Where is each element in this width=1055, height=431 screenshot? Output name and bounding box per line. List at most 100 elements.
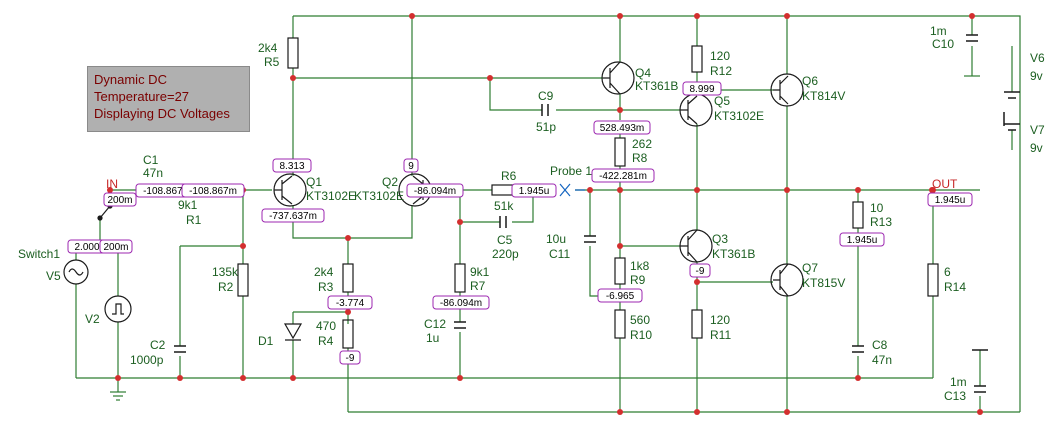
q1-type: KT3102E bbox=[306, 189, 356, 203]
d1-label: D1 bbox=[258, 334, 274, 348]
r11-body bbox=[691, 309, 703, 339]
switch1-label: Switch1 bbox=[18, 247, 60, 261]
voltage-tag-q2-e: -86.094m bbox=[406, 183, 464, 198]
voltage-tag-r13-v: 1.945u bbox=[839, 232, 885, 247]
voltage-value-sw-v: 2.000 bbox=[74, 242, 99, 253]
r4-value: 470 bbox=[316, 319, 336, 333]
c10-body bbox=[966, 34, 978, 42]
r1-name: R1 bbox=[186, 213, 202, 227]
component-labels: 2k4 R5 120 R12 1m C10 V6 9v V7 9v Q4 KT3… bbox=[130, 24, 1045, 403]
c12-body bbox=[454, 321, 466, 329]
c13-value: 1m bbox=[950, 375, 967, 389]
c11-body bbox=[584, 235, 596, 243]
r1-value: 9k1 bbox=[178, 198, 198, 212]
c8-name: C8 bbox=[872, 338, 888, 352]
r9-value: 1k8 bbox=[630, 259, 650, 273]
voltage-tag-r8-b: -422.281m bbox=[591, 168, 655, 183]
other-labels: Switch1 V5 V2 D1 IN OUT Probe 1 bbox=[18, 164, 958, 348]
r2-value: 135k bbox=[212, 265, 239, 279]
voltage-tag-sw-v2: 200m bbox=[99, 239, 133, 254]
voltage-value-q4-c: 8.999 bbox=[689, 84, 714, 95]
probe-marker bbox=[559, 183, 585, 197]
voltage-value-q3-e: -9 bbox=[696, 266, 705, 277]
q5-type: KT3102E bbox=[714, 109, 764, 123]
q3-type: KT361B bbox=[712, 247, 755, 261]
r13-body bbox=[852, 201, 864, 229]
c10-name: C10 bbox=[932, 37, 954, 51]
v7-value: 9v bbox=[1030, 141, 1043, 155]
voltage-value-q1-b: 8.313 bbox=[279, 161, 304, 172]
voltage-tag-c1-r: -108.867m bbox=[181, 183, 245, 198]
q4-transistor bbox=[601, 61, 635, 95]
capacitors bbox=[145, 34, 988, 393]
voltage-tags: 8.999528.493m-422.281m8.313-737.637m9-86… bbox=[67, 81, 973, 365]
r2-body bbox=[237, 263, 249, 297]
v7-name: V7 bbox=[1030, 123, 1045, 137]
voltage-tag-q1-b: 8.313 bbox=[272, 158, 312, 173]
c5-body bbox=[499, 216, 507, 228]
voltage-tag-r4-v: -9 bbox=[339, 350, 361, 365]
c13-name: C13 bbox=[944, 389, 966, 403]
r7-value: 9k1 bbox=[470, 265, 490, 279]
r12-name: R12 bbox=[710, 64, 732, 78]
voltage-value-q2-e: -86.094m bbox=[414, 186, 456, 197]
v2-source bbox=[104, 295, 132, 323]
v2-label: V2 bbox=[85, 312, 100, 326]
voltage-value-r13-v: 1.945u bbox=[847, 235, 878, 246]
r6-value: 51k bbox=[494, 199, 514, 213]
v6-battery bbox=[1004, 91, 1020, 99]
voltage-value-r9-v: -6.965 bbox=[606, 291, 635, 302]
d1-diode bbox=[283, 323, 303, 341]
q3-transistor bbox=[679, 229, 713, 263]
r8-value: 262 bbox=[632, 137, 652, 151]
r14-value: 6 bbox=[944, 265, 951, 279]
c8-value: 47n bbox=[872, 353, 892, 367]
info-line-temperature: Temperature=27 bbox=[94, 89, 190, 104]
voltage-value-in-v: 200m bbox=[107, 195, 132, 206]
q6-type: KT814V bbox=[802, 89, 845, 103]
r5-value: 2k4 bbox=[258, 41, 278, 55]
voltage-value-r3-v: -3.774 bbox=[336, 298, 365, 309]
voltage-value-q2-b: 9 bbox=[408, 161, 414, 172]
voltage-tag-q5-e: 528.493m bbox=[593, 120, 651, 135]
q1-name: Q1 bbox=[306, 175, 322, 189]
r7-body bbox=[454, 263, 466, 293]
voltage-value-sw-v2: 200m bbox=[103, 242, 128, 253]
v5-label: V5 bbox=[46, 269, 61, 283]
info-line-display: Displaying DC Voltages bbox=[94, 106, 230, 121]
voltage-tag-r7-v: -86.094m bbox=[432, 295, 490, 310]
voltage-tag-out-v: 1.945u bbox=[927, 192, 973, 207]
r10-body bbox=[614, 309, 626, 339]
r14-body bbox=[927, 263, 939, 297]
c5-value: 220p bbox=[492, 247, 519, 261]
voltage-tag-q2-b: 9 bbox=[403, 158, 419, 173]
info-line-mode: Dynamic DC bbox=[94, 72, 167, 87]
c11-name: C11 bbox=[549, 247, 570, 261]
q5-transistor bbox=[679, 93, 713, 127]
probe1-label: Probe 1 bbox=[550, 164, 592, 178]
q3-name: Q3 bbox=[712, 232, 728, 246]
r3-value: 2k4 bbox=[314, 265, 334, 279]
v7-battery bbox=[1003, 112, 1020, 131]
q4-type: KT361B bbox=[635, 79, 678, 93]
q4-name: Q4 bbox=[635, 66, 651, 80]
voltage-value-r4-v: -9 bbox=[346, 353, 355, 364]
r5-name: R5 bbox=[264, 55, 280, 69]
voltage-value-c1-l: -108.867m bbox=[143, 186, 191, 197]
voltage-value-r7-v: -86.094m bbox=[440, 298, 482, 309]
c11-value: 10u bbox=[546, 232, 566, 246]
voltage-value-c1-r: -108.867m bbox=[189, 186, 237, 197]
voltage-tag-r9-v: -6.965 bbox=[597, 288, 643, 303]
r5-body bbox=[287, 37, 299, 69]
r8-body bbox=[614, 137, 626, 167]
batteries bbox=[1003, 91, 1020, 131]
c12-value: 1u bbox=[426, 331, 439, 345]
r4-name: R4 bbox=[318, 334, 334, 348]
q1-transistor bbox=[273, 173, 307, 207]
q7-transistor bbox=[770, 263, 804, 297]
r12-body bbox=[691, 45, 703, 73]
r13-name: R13 bbox=[870, 215, 892, 229]
r7-name: R7 bbox=[470, 279, 486, 293]
c9-name: C9 bbox=[538, 89, 554, 103]
q2-name: Q2 bbox=[382, 175, 398, 189]
